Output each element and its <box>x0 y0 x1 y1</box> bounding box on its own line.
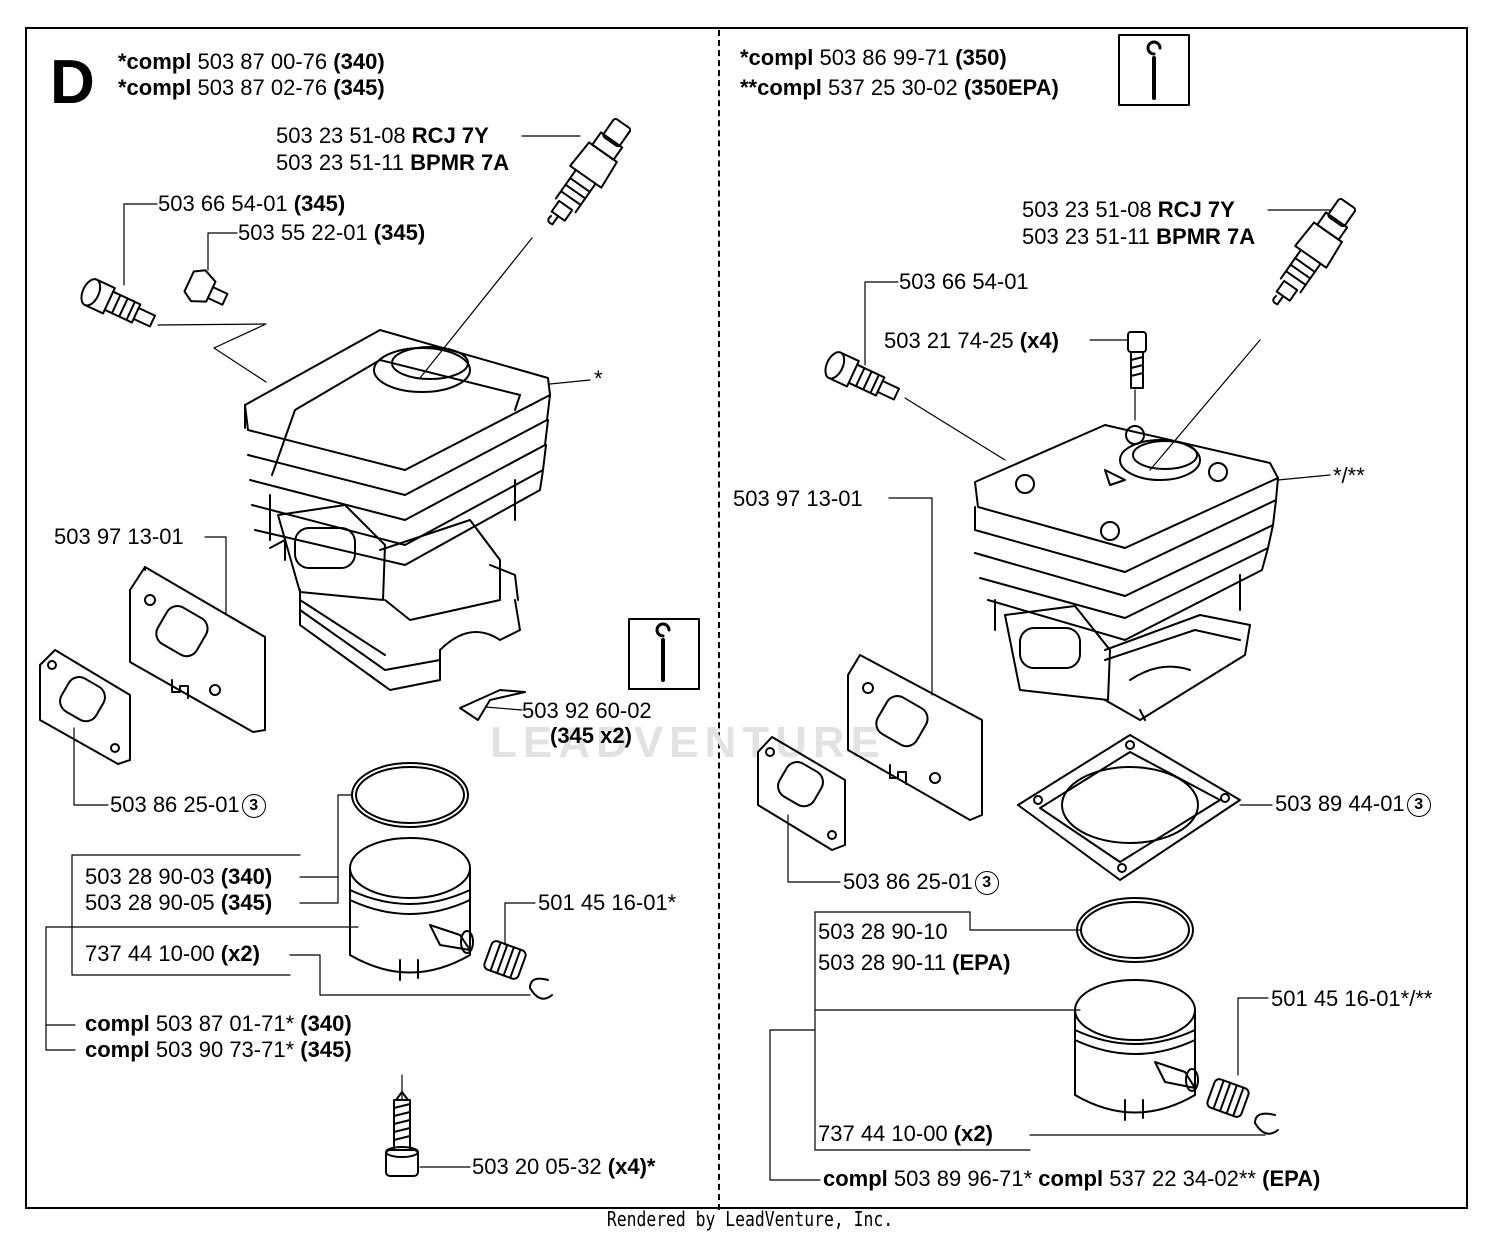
right-bolt-label: 503 21 74-25 (x4) <box>884 328 1059 353</box>
left-leader-lines <box>45 135 591 1168</box>
footer-credit: Rendered by LeadVenture, Inc. <box>606 1207 894 1231</box>
right-cylinder <box>974 424 1279 721</box>
left-piston-compl-2: compl 503 90 73-71* (345) <box>85 1037 352 1062</box>
left-header-line-1: *compl 503 87 00-76 (340) <box>118 49 385 74</box>
left-deflector <box>459 689 526 721</box>
right-spark-plug-label-2: 503 23 51-11 BPMR 7A <box>1022 224 1256 249</box>
left-deflector-note: (345 x2) <box>550 723 632 748</box>
left-decompression-valve <box>80 278 156 328</box>
left-cylinder <box>244 329 551 691</box>
right-header-line-2: **compl 537 25 30-02 (350EPA) <box>740 75 1059 100</box>
right-needle-bearing <box>1206 1078 1250 1118</box>
section-letter: D <box>50 48 95 117</box>
right-decompression-valve <box>824 351 900 401</box>
right-circlip-label: 737 44 10-00 (x2) <box>818 1121 993 1146</box>
left-header-line-2: *compl 503 87 02-76 (345) <box>118 75 385 100</box>
right-ring-epa-label: 503 28 90-11 (EPA) <box>818 950 1011 975</box>
right-cylinder-mark: */** <box>1333 463 1365 488</box>
right-ring-label: 503 28 90-10 <box>818 919 948 944</box>
left-exhaust-gasket <box>39 649 131 765</box>
right-piston-compl: compl 503 89 96-71* compl 537 22 34-02**… <box>823 1166 1321 1191</box>
right-gasket-plate <box>847 654 983 821</box>
left-spark-plug-label-1: 503 23 51-08 RCJ 7Y <box>276 123 489 148</box>
left-gasket-plate-label: 503 97 13-01 <box>54 524 184 549</box>
left-circlip <box>529 977 553 1000</box>
left-bearing-label: 501 45 16-01* <box>538 890 677 915</box>
left-piston <box>349 837 474 981</box>
right-gasket-plate-label: 503 97 13-01 <box>733 486 863 511</box>
right-cylinder-bolt <box>1127 331 1147 389</box>
left-piston-label-1: 503 28 90-03 (340) <box>85 864 273 889</box>
left-circlip-label: 737 44 10-00 (x2) <box>85 941 260 966</box>
left-piston-label-2: 503 28 90-05 (345) <box>85 890 273 915</box>
left-valve-2-label: 503 55 22-01 (345) <box>238 220 426 245</box>
left-plug-valve <box>183 269 229 306</box>
left-screw-label: 503 20 05-32 (x4)* <box>472 1154 656 1179</box>
left-valve-1-label: 503 66 54-01 (345) <box>158 191 346 216</box>
watermark: LEADVENTURE <box>490 718 887 767</box>
right-base-gasket <box>1017 734 1241 881</box>
right-bearing-label: 501 45 16-01*/** <box>1271 986 1433 1011</box>
right-valve-label: 503 66 54-01 <box>899 269 1029 294</box>
right-spark-plug <box>1272 198 1357 306</box>
left-cylinder-mark: * <box>594 366 603 391</box>
section-divider <box>718 30 720 1210</box>
right-header-line-1: *compl 503 86 99-71 (350) <box>740 45 1007 70</box>
right-piston-ring <box>1076 897 1194 963</box>
left-spark-plug <box>547 118 632 226</box>
left-tool-symbol <box>628 618 700 690</box>
left-piston-ring <box>351 762 469 828</box>
left-gasket-plate <box>129 566 266 733</box>
right-exhaust-gasket <box>757 736 846 851</box>
left-needle-bearing <box>483 940 527 980</box>
right-tool-symbol <box>1118 34 1190 106</box>
right-piston <box>1074 979 1199 1121</box>
right-circlip <box>1254 1112 1279 1135</box>
right-leader-lines <box>769 209 1331 1181</box>
left-deflector-label: 503 92 60-02 <box>522 698 652 723</box>
left-spark-plug-label-2: 503 23 51-11 BPMR 7A <box>276 150 510 175</box>
left-piston-compl-1: compl 503 87 01-71* (340) <box>85 1011 352 1036</box>
right-spark-plug-label-1: 503 23 51-08 RCJ 7Y <box>1022 197 1235 222</box>
diagram-frame <box>25 27 1468 1209</box>
left-screw <box>385 1091 419 1177</box>
